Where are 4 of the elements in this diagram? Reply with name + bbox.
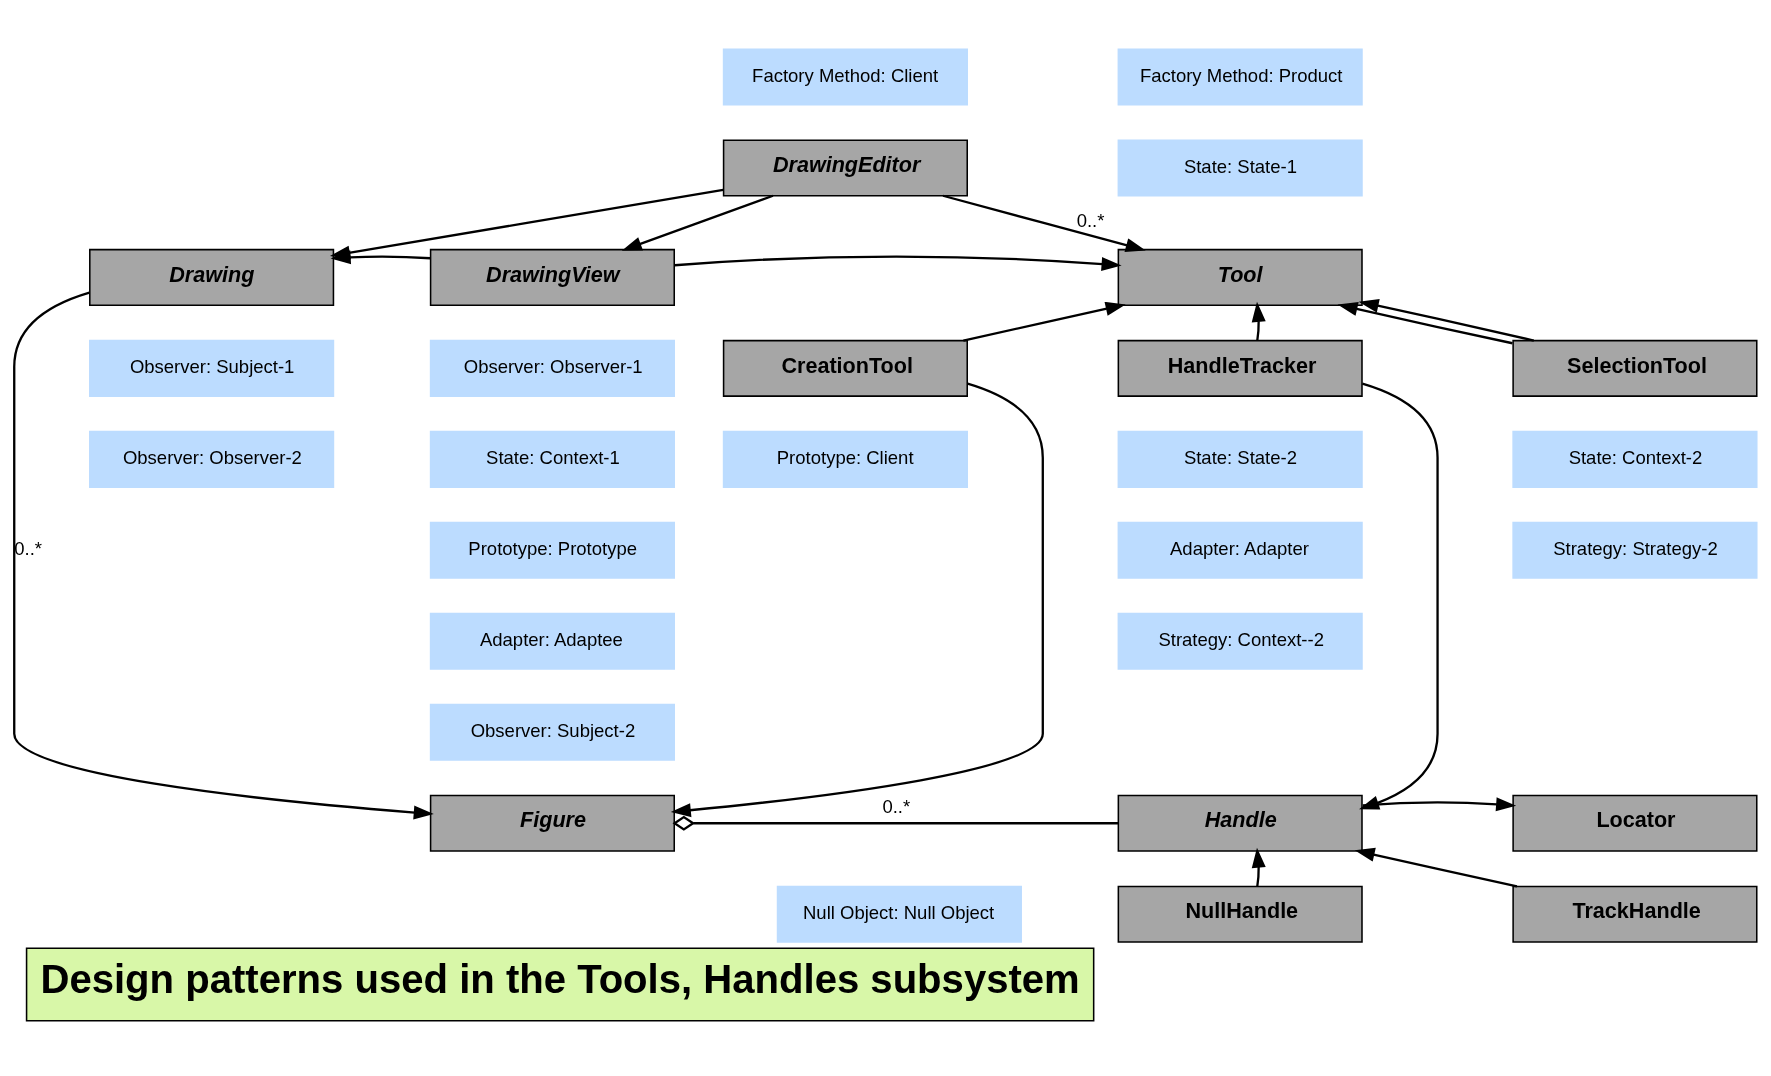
edge-label: 0..*	[14, 538, 43, 560]
edge-label: 0..*	[1076, 210, 1105, 232]
diagram-title: Design patterns used in the Tools, Handles subsystem	[40, 957, 1080, 1002]
edge-label: 0..*	[882, 796, 911, 818]
